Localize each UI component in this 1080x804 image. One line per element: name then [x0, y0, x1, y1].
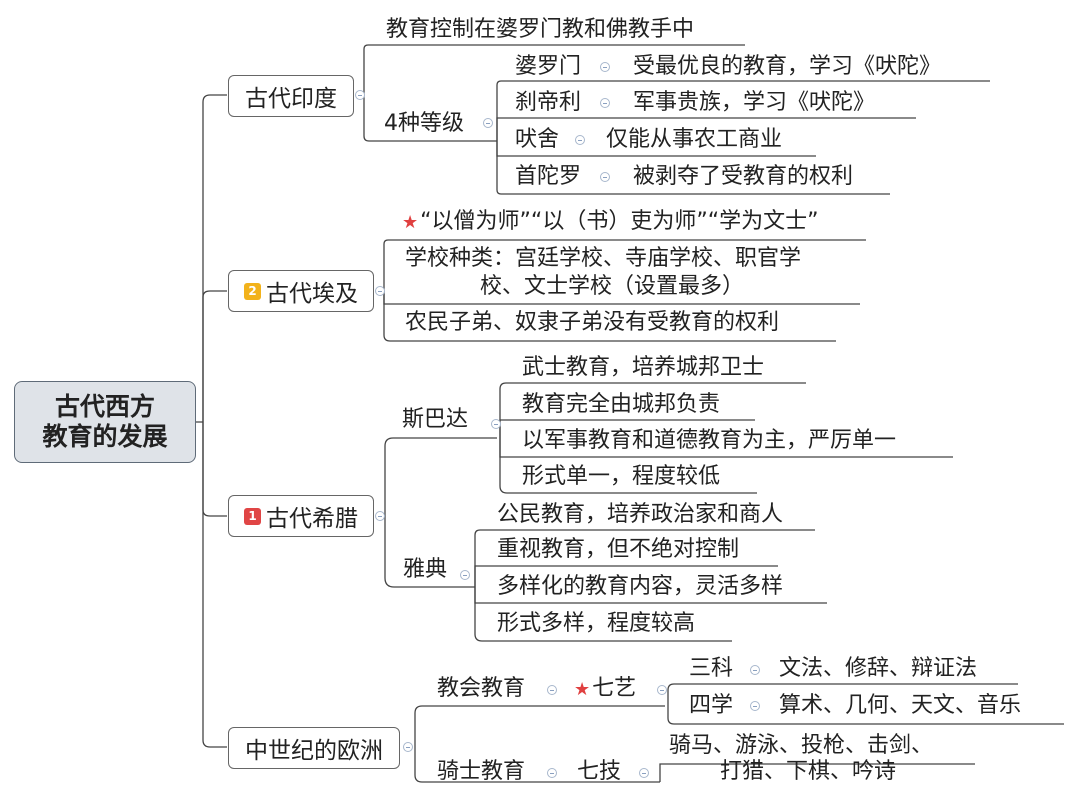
topic-ancient-greece[interactable]: 1 古代希腊 [228, 495, 374, 537]
root-title-line2: 教育的发展 [42, 422, 168, 451]
caste-desc: 仅能从事农工商业 [606, 127, 783, 152]
skills-line2: 打猎、下棋、吟诗 [720, 759, 897, 784]
caste-desc: 被剥夺了受教育的权利 [633, 164, 854, 189]
trivium-name: 三科 [689, 656, 734, 681]
caste-name: 首陀罗 [515, 164, 582, 189]
skills-line1: 骑马、游泳、投枪、击剑、 [669, 733, 934, 758]
collapse-icon[interactable] [375, 286, 385, 296]
athens-item: 形式多样，程度较高 [497, 611, 696, 636]
sparta-item: 形式单一，程度较低 [522, 464, 721, 489]
caste-desc: 军事贵族，学习《吠陀》 [633, 90, 876, 115]
egypt-rights-text: 农民子弟、奴隶子弟没有受教育的权利 [405, 310, 780, 335]
seven-skills-label: 七技 [577, 759, 622, 784]
egypt-school-types-line2: 校、文士学校（设置最多） [480, 274, 745, 299]
quadrivium-desc: 算术、几何、天文、音乐 [779, 693, 1022, 718]
collapse-icon[interactable] [600, 172, 610, 182]
sparta-label: 斯巴达 [402, 407, 469, 432]
collapse-icon[interactable] [375, 511, 385, 521]
collapse-icon[interactable] [750, 701, 760, 711]
collapse-icon[interactable] [491, 419, 501, 429]
collapse-icon[interactable] [460, 570, 470, 580]
star-icon: ★ [574, 679, 591, 700]
caste-label: 4种等级 [384, 111, 464, 136]
collapse-icon[interactable] [575, 135, 585, 145]
root-title-line1: 古代西方 [54, 392, 155, 421]
egypt-teacher-text: “以僧为师”“以（书）吏为师”“学为文士” [420, 209, 819, 234]
root-topic[interactable]: 古代西方 教育的发展 [14, 381, 196, 463]
caste-desc: 受最优良的教育，学习《吠陀》 [633, 54, 942, 79]
topic-medieval-europe[interactable]: 中世纪的欧洲 [228, 727, 400, 769]
egypt-teacher-item: ★“以僧为师”“以（书）吏为师”“学为文士” [402, 208, 819, 237]
egypt-school-types-line1: 学校种类：宫廷学校、寺庙学校、职官学 [405, 246, 802, 271]
seven-arts-node: ★七艺 [574, 675, 636, 704]
trivium-desc: 文法、修辞、辩证法 [779, 656, 978, 681]
collapse-icon[interactable] [750, 665, 760, 675]
sparta-item: 武士教育，培养城邦卫士 [522, 355, 765, 380]
topic-ancient-india[interactable]: 古代印度 [228, 75, 354, 117]
india-control-text: 教育控制在婆罗门教和佛教手中 [386, 17, 695, 42]
athens-item: 多样化的教育内容，灵活多样 [497, 574, 784, 599]
seven-arts-label: 七艺 [592, 676, 637, 701]
collapse-icon[interactable] [600, 62, 610, 72]
caste-name: 吠舍 [515, 127, 560, 152]
topic-label: 中世纪的欧洲 [245, 738, 383, 764]
collapse-icon[interactable] [547, 768, 557, 778]
topic-label: 古代埃及 [266, 281, 358, 307]
collapse-icon[interactable] [639, 768, 649, 778]
sparta-item: 教育完全由城邦负责 [522, 392, 721, 417]
star-icon: ★ [402, 212, 419, 233]
collapse-icon[interactable] [657, 685, 667, 695]
athens-label: 雅典 [403, 557, 448, 582]
knight-education-label: 骑士教育 [437, 759, 526, 784]
priority-1-icon: 1 [244, 507, 261, 525]
quadrivium-name: 四学 [689, 693, 734, 718]
athens-item: 公民教育，培养政治家和商人 [497, 502, 784, 527]
collapse-icon[interactable] [547, 685, 557, 695]
collapse-icon[interactable] [355, 90, 365, 100]
caste-name: 婆罗门 [515, 54, 582, 79]
topic-ancient-egypt[interactable]: 2 古代埃及 [228, 270, 374, 312]
church-education-label: 教会教育 [437, 676, 526, 701]
topic-label: 古代印度 [245, 86, 337, 112]
caste-name: 刹帝利 [515, 90, 582, 115]
topic-label: 古代希腊 [266, 506, 358, 532]
collapse-icon[interactable] [600, 98, 610, 108]
priority-2-icon: 2 [244, 282, 261, 300]
athens-item: 重视教育，但不绝对控制 [497, 537, 740, 562]
sparta-item: 以军事教育和道德教育为主，严厉单一 [522, 428, 897, 453]
collapse-icon[interactable] [483, 118, 493, 128]
collapse-icon[interactable] [403, 742, 413, 752]
